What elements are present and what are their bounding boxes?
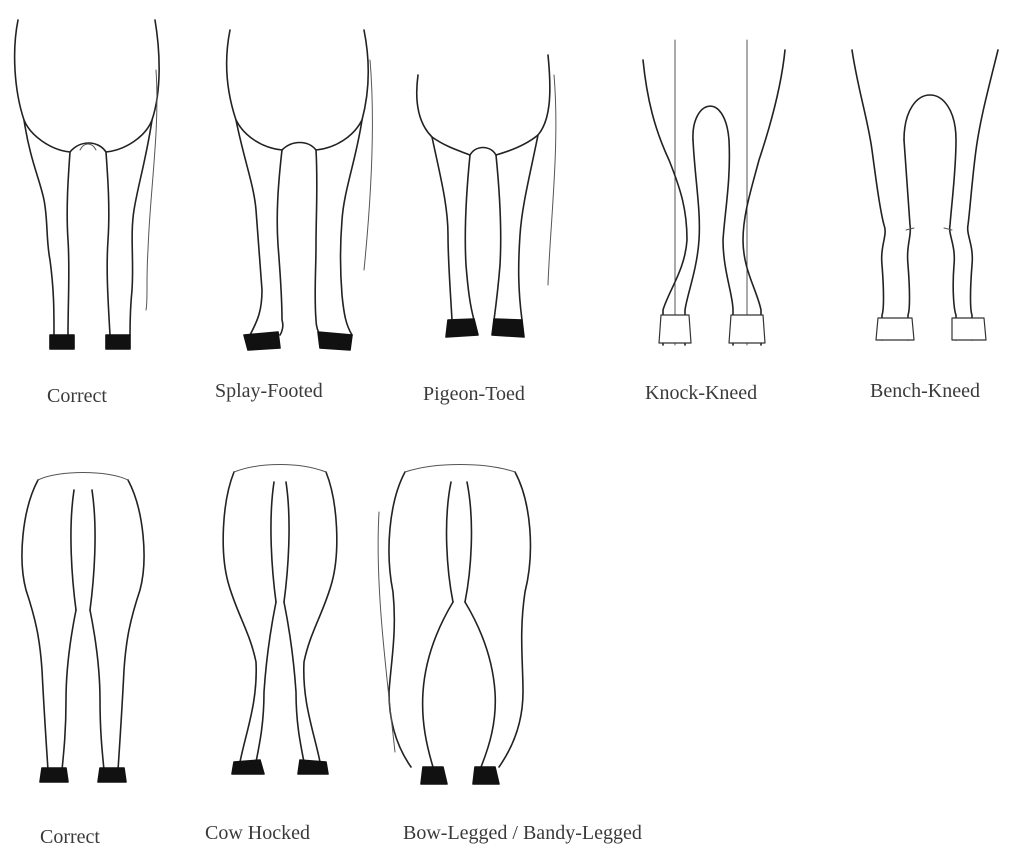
splay-footed-illustration bbox=[220, 20, 380, 350]
knock-kneed-illustration bbox=[635, 40, 795, 350]
pigeon-toed-illustration bbox=[410, 45, 560, 345]
front-correct-label: Correct bbox=[47, 385, 107, 408]
rear-correct-illustration bbox=[18, 470, 148, 790]
bow-legged-label: Bow-Legged / Bandy-Legged bbox=[403, 822, 642, 845]
cow-hocked-illustration bbox=[220, 462, 340, 782]
bench-kneed-label: Bench-Kneed bbox=[870, 380, 980, 403]
front-correct-illustration bbox=[10, 10, 165, 360]
cow-hocked-label: Cow Hocked bbox=[205, 822, 310, 845]
bow-legged-illustration bbox=[375, 462, 535, 787]
knock-kneed-label: Knock-Kneed bbox=[645, 382, 757, 405]
splay-footed-label: Splay-Footed bbox=[215, 380, 323, 403]
pigeon-toed-label: Pigeon-Toed bbox=[423, 383, 525, 406]
bench-kneed-illustration bbox=[848, 40, 1008, 350]
rear-correct-label: Correct bbox=[40, 826, 100, 849]
